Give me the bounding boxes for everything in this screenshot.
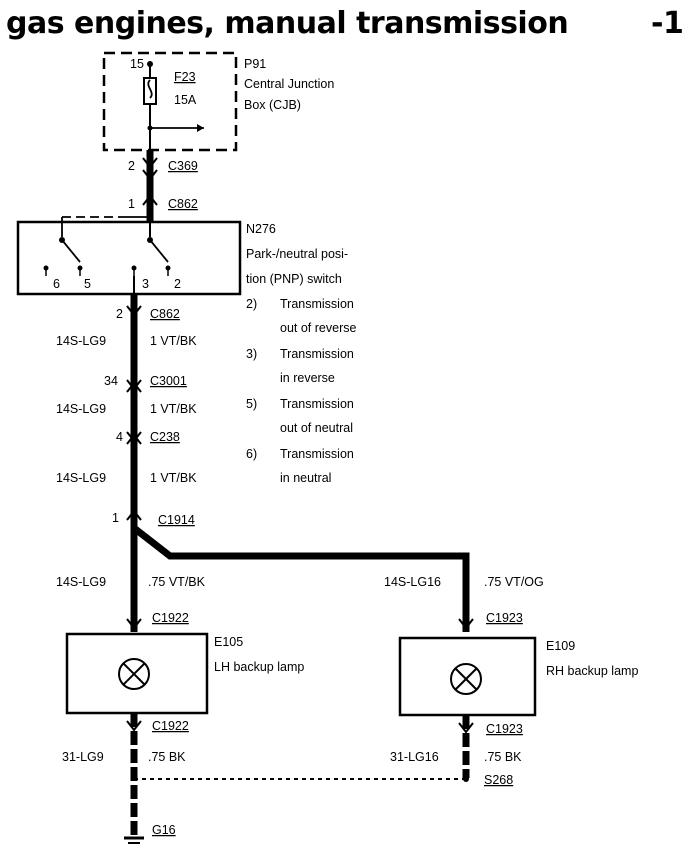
c862-bottom-pin: 2 <box>116 307 123 321</box>
lh-lamp-feed-wire <box>126 520 142 632</box>
pnp-pin-2: 2 <box>174 277 181 291</box>
pnp-switch-id: N276 <box>246 222 276 236</box>
c369-connector <box>142 150 158 197</box>
note-6-line-2: in neutral <box>280 471 331 485</box>
c238-pin: 4 <box>116 430 123 444</box>
c238-label: C238 <box>150 430 180 444</box>
ground-wire-lh-spec: .75 BK <box>148 750 186 764</box>
note-2-line-1: Transmission <box>280 297 354 311</box>
note-2-line-2: out of reverse <box>280 321 356 335</box>
rh-lamp-feed-wire <box>131 525 474 632</box>
wire-a-circuit: 14S-LG9 <box>56 334 106 348</box>
rh-ground-wire <box>458 715 474 778</box>
c862-top-connector <box>142 194 158 222</box>
wire-a-spec: 1 VT/BK <box>150 334 197 348</box>
wire-rh-circuit: 14S-LG16 <box>384 575 441 589</box>
lh-ground-wire <box>124 713 144 844</box>
c3001-label: C3001 <box>150 374 187 388</box>
junction-box-outline <box>102 51 238 152</box>
splice-link-wire <box>134 776 469 782</box>
splice-label: S268 <box>484 773 513 787</box>
junction-box-label-2: Box (CJB) <box>244 98 301 112</box>
wire-lh-circuit: 14S-LG9 <box>56 575 106 589</box>
note-5-number: 5) <box>246 397 257 411</box>
pnp-switch-label-1: Park-/neutral posi- <box>246 247 348 261</box>
note-6-line-1: Transmission <box>280 447 354 461</box>
lh-lamp-bottom-connector: C1922 <box>152 719 189 733</box>
lh-lamp-top-connector: C1922 <box>152 611 189 625</box>
note-3-number: 3) <box>246 347 257 361</box>
wire-b-spec: 1 VT/BK <box>150 402 197 416</box>
wire-c-spec: 1 VT/BK <box>150 471 197 485</box>
wire-lh-spec: .75 VT/BK <box>148 575 206 589</box>
note-5-line-2: out of neutral <box>280 421 353 435</box>
lh-lamp-name: LH backup lamp <box>214 660 304 674</box>
note-5-line-1: Transmission <box>280 397 354 411</box>
pnp-switch-label-2: tion (PNP) switch <box>246 272 342 286</box>
note-2-number: 2) <box>246 297 257 311</box>
junction-box-pin: 15 <box>130 57 144 71</box>
ground-wire-rh-circuit: 31-LG16 <box>390 750 439 764</box>
note-6-number: 6) <box>246 447 257 461</box>
wire-b-circuit: 14S-LG9 <box>56 402 106 416</box>
fuse-id: F23 <box>174 70 196 84</box>
c862-top-label: C862 <box>168 197 198 211</box>
pnp-pin-5: 5 <box>84 277 91 291</box>
rh-lamp-bulb-icon <box>450 663 482 695</box>
c862-bottom-label: C862 <box>150 307 180 321</box>
wire-c-circuit: 14S-LG9 <box>56 471 106 485</box>
ground-wire-rh-spec: .75 BK <box>484 750 522 764</box>
c369-pin: 2 <box>128 159 135 173</box>
c3001-pin: 34 <box>104 374 118 388</box>
ground-wire-lh-circuit: 31-LG9 <box>62 750 104 764</box>
c369-label: C369 <box>168 159 198 173</box>
wire-rh-spec: .75 VT/OG <box>484 575 544 589</box>
page-number: -1 <box>651 6 683 41</box>
main-trunk-wire <box>126 294 142 521</box>
lh-lamp-bulb-icon <box>118 658 150 690</box>
pnp-switch-contacts <box>43 216 171 294</box>
c1914-pin: 1 <box>112 511 119 525</box>
rh-lamp-top-connector: C1923 <box>486 611 523 625</box>
junction-box-id: P91 <box>244 57 266 71</box>
rh-lamp-bottom-connector: C1923 <box>486 722 523 736</box>
c862-top-pin: 1 <box>128 197 135 211</box>
c1914-label: C1914 <box>158 513 195 527</box>
note-3-line-1: Transmission <box>280 347 354 361</box>
lh-lamp-id: E105 <box>214 635 243 649</box>
rh-lamp-name: RH backup lamp <box>546 664 638 678</box>
diagram-title: gas engines, manual transmission <box>6 6 568 41</box>
fuse-rating: 15A <box>174 93 197 107</box>
pnp-switch-box <box>16 220 242 296</box>
pnp-pin-3: 3 <box>142 277 149 291</box>
rh-lamp-id: E109 <box>546 639 575 653</box>
ground-label: G16 <box>152 823 176 837</box>
junction-box-feed <box>143 61 204 150</box>
note-3-line-2: in reverse <box>280 371 335 385</box>
junction-box-label-1: Central Junction <box>244 77 334 91</box>
rh-lamp-box <box>398 636 537 717</box>
pnp-pin-6: 6 <box>53 277 60 291</box>
